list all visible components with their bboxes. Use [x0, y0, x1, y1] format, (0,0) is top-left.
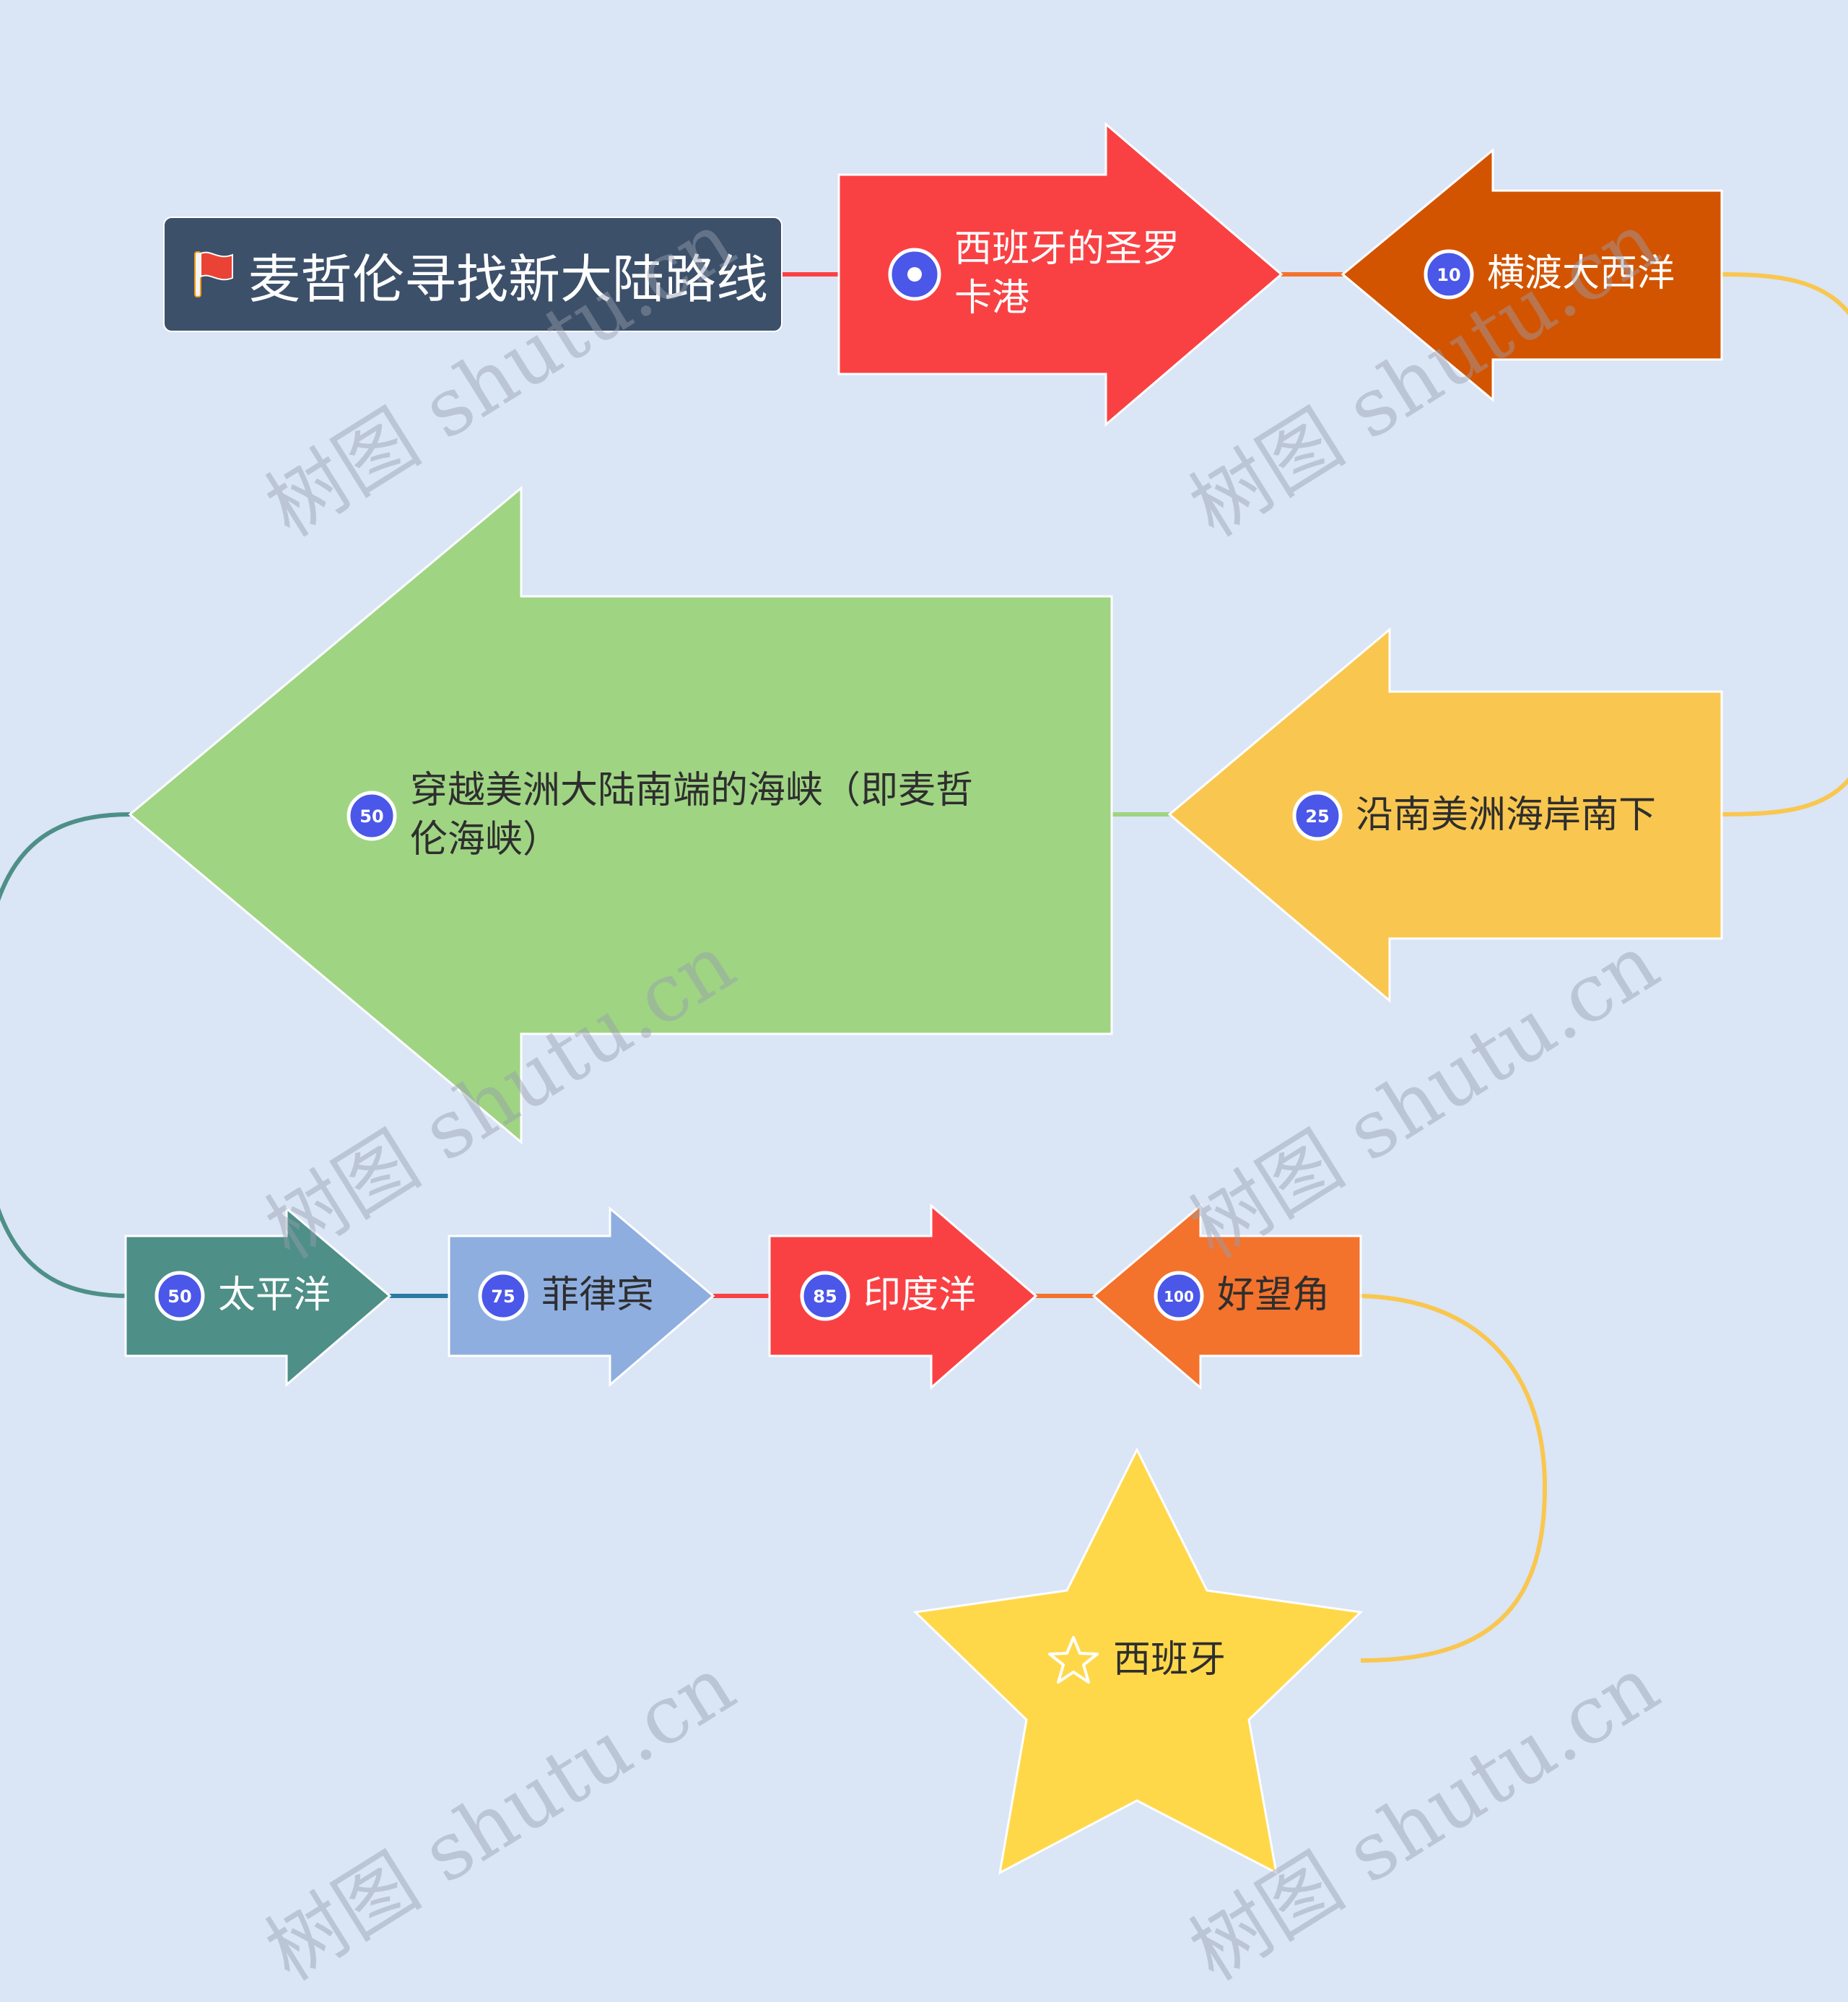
progress-25-icon: 25 [1292, 791, 1343, 841]
node-atlantic[interactable]: 10 横渡大西洋 [1424, 238, 1712, 310]
svg-text:85: 85 [813, 1287, 837, 1307]
node-text: 沿南美洲海岸南下 [1356, 793, 1657, 837]
node-text: 印度洋 [863, 1274, 977, 1318]
node-text: 好望角 [1217, 1274, 1330, 1318]
node-text: 西班牙的圣罗卡港 [954, 227, 1180, 320]
node-pacific[interactable]: 50 太平洋 [154, 1260, 371, 1332]
progress-50-icon: 50 [154, 1271, 205, 1321]
node-text: 菲律宾 [541, 1274, 655, 1318]
svg-text:75: 75 [491, 1287, 515, 1307]
node-spain-port[interactable]: 西班牙的圣罗卡港 [888, 217, 1206, 332]
node-spain-end[interactable]: 西班牙 [1047, 1624, 1263, 1697]
node-strait[interactable]: 50 穿越美洲大陆南端的海峡（即麦哲伦海峡） [346, 758, 1011, 874]
svg-text:25: 25 [1305, 806, 1329, 827]
star-icon [1048, 1636, 1099, 1684]
node-philippines[interactable]: 75 菲律宾 [478, 1260, 694, 1332]
node-text: 穿越美洲大陆南端的海峡（即麦哲伦海峡） [410, 769, 974, 861]
node-indian-ocean[interactable]: 85 印度洋 [800, 1260, 1016, 1332]
svg-text:50: 50 [167, 1287, 191, 1307]
progress-85-icon: 85 [800, 1271, 850, 1321]
progress-10-icon: 10 [1424, 249, 1474, 300]
connector-strait-pacific [0, 812, 131, 1298]
connector-cape-spain [1360, 1294, 1548, 1663]
progress-75-icon: 75 [478, 1271, 528, 1321]
svg-text:50: 50 [359, 806, 383, 827]
node-text: 太平洋 [218, 1274, 331, 1318]
svg-text:10: 10 [1437, 265, 1460, 285]
node-text: 横渡大西洋 [1487, 252, 1675, 296]
progress-50-icon: 50 [346, 791, 397, 841]
node-cape[interactable]: 100 好望角 [1154, 1260, 1370, 1332]
progress-100-icon: 100 [1154, 1271, 1204, 1321]
root-topic[interactable]: 麦哲伦寻找新大陆路线 [163, 217, 783, 332]
flag-icon [194, 251, 233, 297]
connector-atlantic-southamerica [1721, 272, 1848, 817]
node-south-america[interactable]: 25 沿南美洲海岸南下 [1292, 776, 1696, 856]
root-title: 麦哲伦寻找新大陆路线 [248, 248, 769, 310]
node-text: 西班牙 [1113, 1638, 1226, 1682]
svg-text:100: 100 [1164, 1288, 1194, 1305]
target-icon [888, 248, 941, 301]
